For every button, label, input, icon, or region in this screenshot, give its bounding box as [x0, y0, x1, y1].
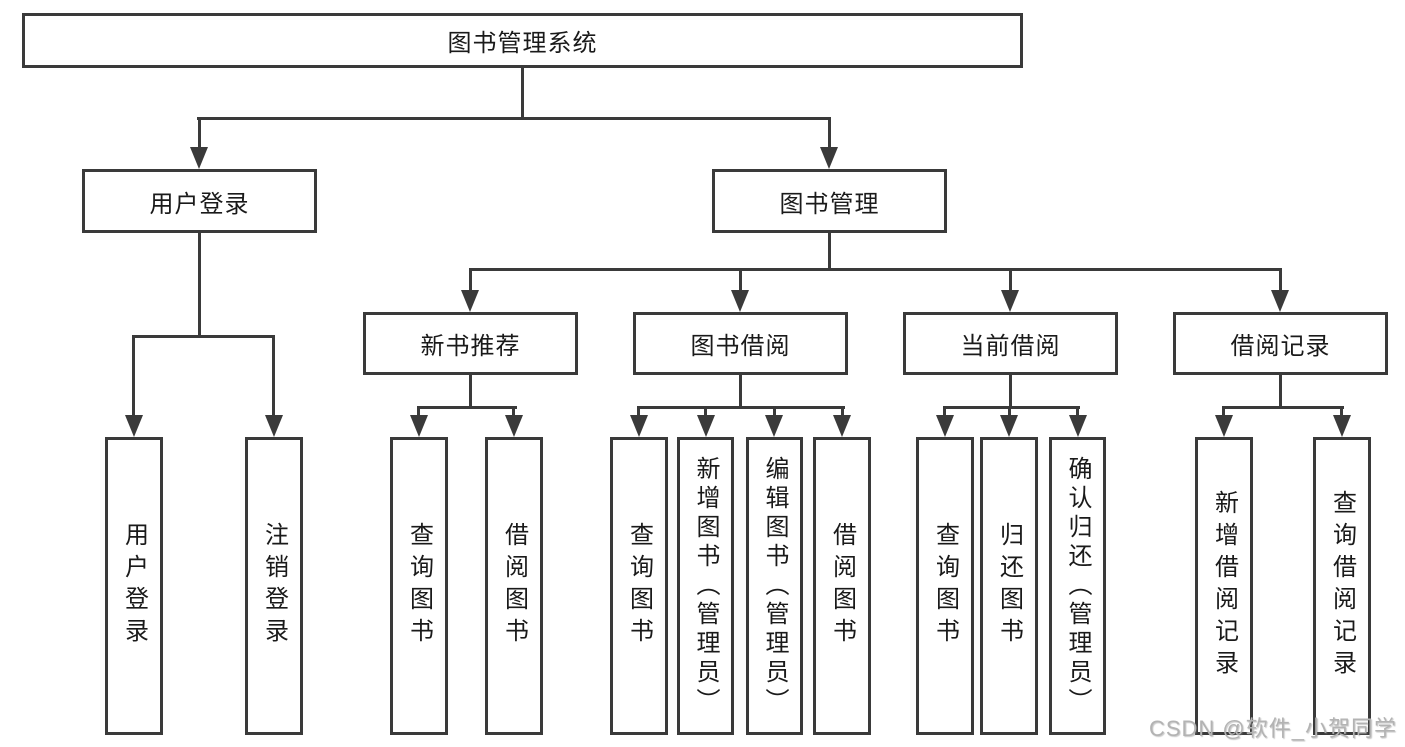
arrowhead-down: [1001, 290, 1019, 312]
connector-line: [828, 117, 831, 148]
connector-line: [469, 268, 472, 292]
node-user-login-group: 用户登录: [82, 169, 317, 233]
connector-line: [198, 233, 201, 338]
arrowhead-down: [125, 415, 143, 437]
leaf-query-books-borrowing: 查询图书: [610, 437, 668, 735]
leaf-borrow-books-borrowing: 借阅图书: [813, 437, 871, 735]
node-library-management-system: 图书管理系统: [22, 13, 1023, 68]
connector-line: [197, 117, 831, 120]
arrowhead-down: [1215, 415, 1233, 437]
arrowhead-down: [833, 415, 851, 437]
connector-line: [943, 406, 946, 417]
connector-line: [198, 117, 201, 148]
arrowhead-down: [265, 415, 283, 437]
leaf-query-books-current: 查询图书: [916, 437, 974, 735]
leaf-user-login: 用户登录: [105, 437, 163, 735]
arrowhead-down: [1333, 415, 1351, 437]
arrowhead-down: [1271, 290, 1289, 312]
arrowhead-down: [820, 147, 838, 169]
connector-line: [1279, 268, 1282, 292]
node-book-borrowing: 图书借阅: [633, 312, 848, 375]
connector-line: [637, 406, 845, 409]
connector-line: [1222, 406, 1225, 417]
connector-line: [469, 268, 1282, 271]
arrowhead-down: [1000, 415, 1018, 437]
leaf-add-borrow-record: 新增借阅记录: [1195, 437, 1253, 735]
connector-line: [1008, 406, 1011, 417]
leaf-logout: 注销登录: [245, 437, 303, 735]
arrowhead-down: [630, 415, 648, 437]
leaf-borrow-books-recommend: 借阅图书: [485, 437, 543, 735]
arrowhead-down: [697, 415, 715, 437]
connector-line: [828, 233, 831, 271]
connector-line: [704, 406, 707, 417]
arrowhead-down: [190, 147, 208, 169]
connector-line: [841, 406, 844, 417]
connector-line: [1340, 406, 1343, 417]
node-current-borrowing: 当前借阅: [903, 312, 1118, 375]
node-borrowing-records: 借阅记录: [1173, 312, 1388, 375]
connector-line: [1279, 375, 1282, 409]
connector-line: [1009, 268, 1012, 292]
arrowhead-down: [410, 415, 428, 437]
connector-line: [132, 335, 275, 338]
connector-line: [1222, 406, 1344, 409]
node-new-book-recommendation: 新书推荐: [363, 312, 578, 375]
connector-line: [417, 406, 517, 409]
connector-line: [739, 268, 742, 292]
connector-line: [773, 406, 776, 417]
leaf-edit-books-admin: 编辑图书（管理员）: [746, 437, 803, 735]
leaf-confirm-return-admin: 确认归还（管理员）: [1049, 437, 1106, 735]
connector-line: [512, 406, 515, 417]
leaf-add-books-admin: 新增图书（管理员）: [677, 437, 734, 735]
connector-line: [739, 375, 742, 409]
arrowhead-down: [1069, 415, 1087, 437]
connector-line: [469, 375, 472, 409]
connector-line: [943, 406, 1080, 409]
arrowhead-down: [731, 290, 749, 312]
connector-line: [132, 335, 135, 417]
leaf-return-books: 归还图书: [980, 437, 1038, 735]
connector-line: [521, 68, 524, 120]
arrowhead-down: [765, 415, 783, 437]
connector-line: [417, 406, 420, 417]
leaf-query-books-recommend: 查询图书: [390, 437, 448, 735]
connector-line: [272, 335, 275, 417]
arrowhead-down: [461, 290, 479, 312]
arrowhead-down: [936, 415, 954, 437]
connector-line: [1009, 375, 1012, 409]
connector-line: [1076, 406, 1079, 417]
node-book-management: 图书管理: [712, 169, 947, 233]
csdn-watermark: CSDN @软件_小贺同学: [1148, 716, 1397, 741]
arrowhead-down: [505, 415, 523, 437]
leaf-query-borrow-record: 查询借阅记录: [1313, 437, 1371, 735]
connector-line: [637, 406, 640, 417]
